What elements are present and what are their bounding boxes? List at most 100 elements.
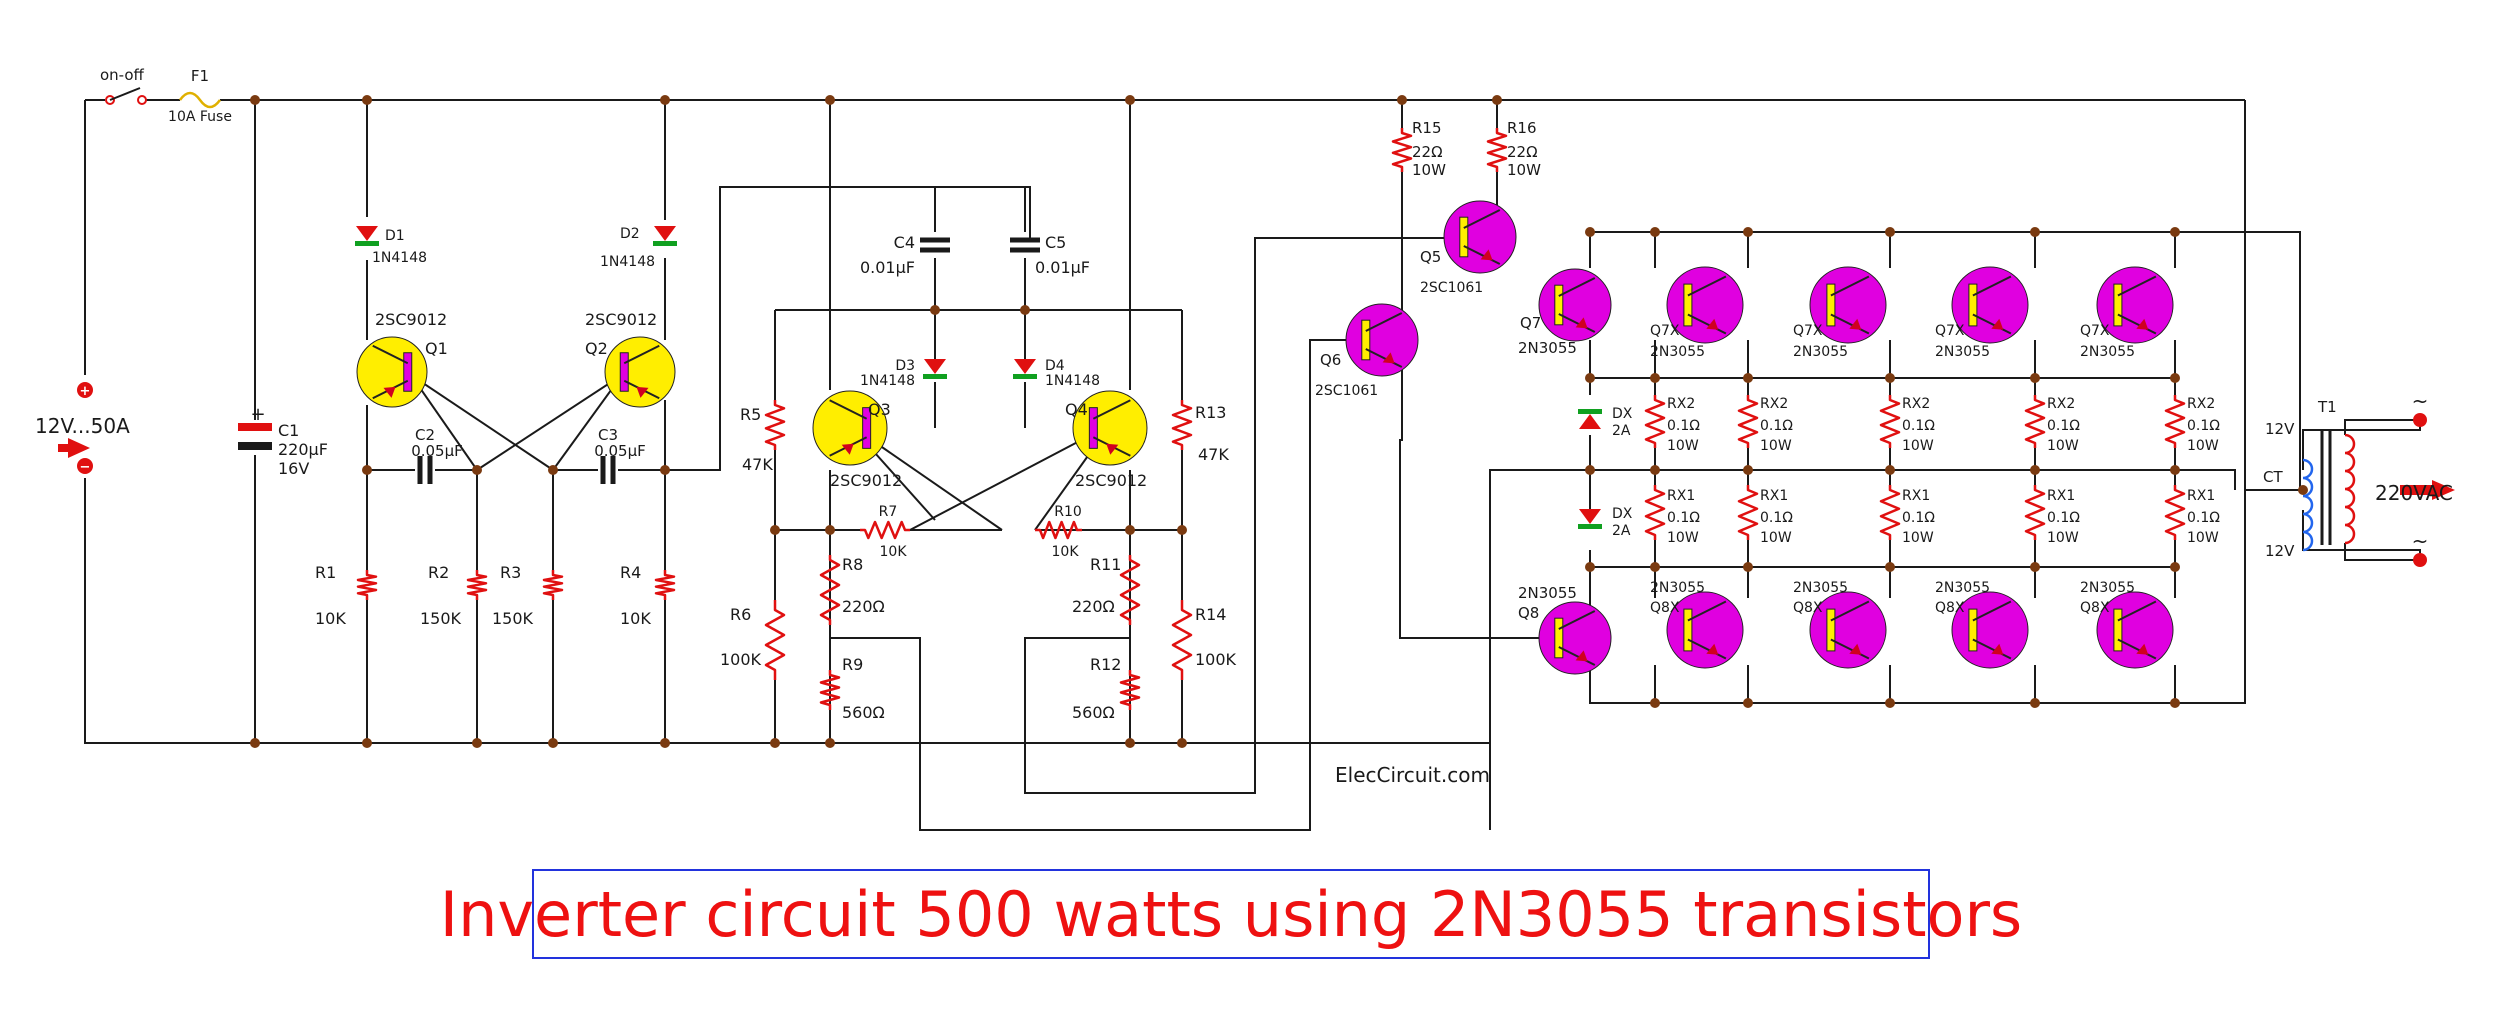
resistor-ref: R11 (1090, 555, 1121, 574)
junction-dot (1650, 373, 1660, 383)
transistor-arrow (1706, 318, 1719, 330)
page-title: Inverter circuit 500 watts using 2N3055 … (439, 877, 2023, 951)
resistor-zigzag (1119, 670, 1141, 710)
cap-ref: C2 (415, 426, 435, 444)
cap-value: 0.01µF (860, 258, 915, 277)
transistor-emitter-leg (1365, 348, 1403, 368)
resistor-value: 0.1Ω (2187, 418, 2220, 434)
junction-dot (548, 465, 558, 475)
resistor-zigzag (1171, 600, 1193, 680)
transistor-type: 2SC9012 (830, 471, 902, 490)
junction-dot (2170, 698, 2180, 708)
resistor-rating: 10W (1667, 530, 1699, 546)
resistor-ref: RX2 (1760, 396, 1788, 412)
diode-band (653, 241, 677, 246)
transistor-base-bar (1826, 283, 1836, 327)
capacitor-plate (238, 423, 272, 431)
transistor-type: 2N3055 (1793, 580, 1848, 596)
resistor-rating: 10W (1902, 530, 1934, 546)
diode-body (1579, 509, 1601, 524)
transistor-type: 2N3055 (1650, 580, 1705, 596)
resistor-zigzag (1171, 400, 1193, 450)
minus-icon (77, 458, 93, 474)
transistor-collector-leg (1092, 399, 1131, 420)
transistor-emitter-leg (1972, 638, 2012, 660)
junction-dot (825, 95, 835, 105)
resistor-rating: 10W (2187, 530, 2219, 546)
junction-dot (1585, 227, 1595, 237)
transistor-collector-leg (1687, 600, 1727, 622)
transistor-arrow (2136, 643, 2149, 655)
transistor-ref: Q4 (1065, 400, 1088, 419)
arrow-right-icon (68, 438, 90, 458)
capacitor-plate (238, 442, 272, 450)
resistor-zigzag (764, 600, 786, 680)
junction-dot (472, 738, 482, 748)
transistor-base-bar (1459, 216, 1469, 258)
wire (476, 374, 623, 471)
junction-dot (2030, 373, 2040, 383)
transformer-ref: T1 (2317, 398, 2337, 416)
junction-dot (1885, 698, 1895, 708)
capacitor-c4: C40.01µF (860, 233, 950, 277)
cap-ref: C3 (598, 426, 618, 444)
diode-body (924, 359, 946, 374)
junction-dot (2030, 698, 2040, 708)
resistor-value: 560Ω (842, 703, 885, 722)
resistor-r11: R11 220Ω (1072, 555, 1141, 625)
resistor-value: 0.1Ω (2187, 510, 2220, 526)
wire (2344, 419, 2420, 435)
resistor-rating: 10W (1667, 438, 1699, 454)
resistor-value: 220Ω (1072, 597, 1115, 616)
transistor-ref: Q1 (425, 339, 448, 358)
resistor-rating: 10W (1507, 161, 1541, 179)
resistor-value: 100K (1195, 650, 1237, 669)
primary-top-label: 12V (2265, 420, 2295, 438)
diode-ref: D1 (385, 228, 405, 244)
transistor-arrow (2136, 318, 2149, 330)
resistor-rating: 10W (2047, 530, 2079, 546)
resistor-value: 0.1Ω (1902, 418, 1935, 434)
transistor-arrow (1991, 318, 2004, 330)
transistor-ref: Q7X (1650, 323, 1680, 339)
switch-lever (109, 87, 141, 101)
resistor-zigzag (1035, 520, 1082, 540)
transistor-emitter-leg (1830, 313, 1870, 335)
transistor-type: 2N3055 (1518, 339, 1577, 357)
wire (1589, 490, 2246, 704)
transistor-type: 2N3055 (1935, 344, 1990, 360)
transistor-emitter-leg (1463, 245, 1501, 265)
resistor-zigzag (2024, 395, 2046, 448)
transistor-collector-leg (1972, 600, 2012, 622)
transistor-ref: Q2 (585, 339, 608, 358)
junction-dot (1125, 525, 1135, 535)
transistor-base-bar (1088, 407, 1098, 449)
resistor-value: 22Ω (1507, 143, 1538, 161)
minus-sign: − (80, 460, 91, 475)
junction-dot (362, 738, 372, 748)
resistor-value: 0.1Ω (1667, 418, 1700, 434)
junction-dot (1885, 227, 1895, 237)
resistor-value: 560Ω (1072, 703, 1115, 722)
transistor-body (1538, 268, 1612, 342)
resistor-value: 150K (420, 609, 462, 628)
wire (2344, 543, 2420, 561)
transistor-type: 2N3055 (1650, 344, 1705, 360)
resistor-value: 10K (315, 609, 346, 628)
